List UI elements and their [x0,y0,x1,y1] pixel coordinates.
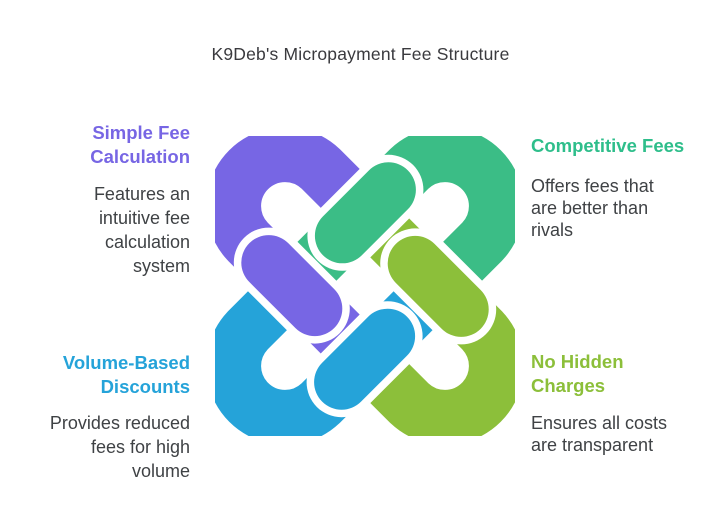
body-line: Features an [93,184,190,204]
body-line: fees for high [90,437,190,457]
knot-piece-purple [198,119,416,374]
heading-line: Discounts [100,376,190,397]
body-line: calculation [104,232,190,252]
heading-line: Calculation [90,146,190,167]
section-heading: Volume-Based Discounts [25,351,190,399]
body-line: are transparent [531,435,654,455]
body-line: rivals [531,220,574,240]
body-line: Offers fees that [531,176,654,196]
knot-graphic-container [198,119,532,453]
knot-weave-patch-blue-mid [306,301,423,418]
knot-weave-patch-green-mid [307,154,424,271]
body-line: Ensures all costs [531,413,668,433]
heading-line: Competitive Fees [531,135,685,156]
section-simple-fee-calculation: Simple Fee Calculation Features an intui… [25,121,190,278]
heading-line: Volume-Based [62,352,190,373]
heading-line: Charges [531,375,606,396]
section-volume-based-discounts: Volume-Based Discounts Provides reduced … [25,351,190,483]
body-line: Provides reduced [49,413,190,433]
section-competitive-fees: Competitive Fees Offers fees that are be… [531,134,711,241]
section-body: Features an intuitive fee calculation sy… [25,182,190,278]
body-line: are better than [531,198,649,218]
heading-line: No Hidden [531,351,624,372]
section-heading: Competitive Fees [531,134,711,158]
page-title: K9Deb's Micropayment Fee Structure [211,44,510,64]
body-line: volume [131,461,190,481]
knot-weave-patch-olive-mid [380,228,497,345]
knot-weave-patch-purple-mid [233,227,350,344]
body-line: system [132,256,190,276]
section-no-hidden-charges: No Hidden Charges Ensures all costs are … [531,350,711,456]
section-body: Ensures all costs are transparent [531,412,711,456]
interlocking-knot-icon [198,119,532,453]
knot-piece-olive [314,198,532,453]
heading-line: Simple Fee [92,122,190,143]
body-line: intuitive fee [98,208,190,228]
knot-piece-green [277,119,532,337]
knot-piece-blue [198,235,453,453]
section-body: Offers fees that are better than rivals [531,175,711,241]
section-heading: Simple Fee Calculation [25,121,190,169]
section-heading: No Hidden Charges [531,350,711,398]
section-body: Provides reduced fees for high volume [25,411,190,483]
